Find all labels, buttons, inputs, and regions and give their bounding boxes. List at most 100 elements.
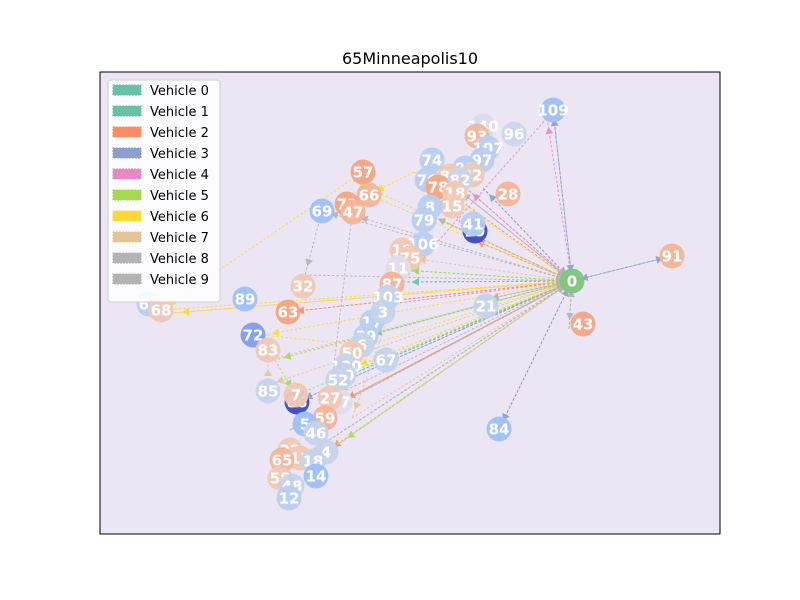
node-marker <box>232 286 258 312</box>
node-marker <box>559 268 585 294</box>
customer-node: 109 <box>537 97 569 123</box>
route-segment <box>546 117 573 282</box>
node-marker <box>356 182 382 208</box>
customer-node: 32 <box>290 273 316 299</box>
route-segment <box>304 274 573 282</box>
node-label: 72 <box>243 327 264 345</box>
route-segment <box>465 187 573 282</box>
legend-swatch <box>112 84 142 96</box>
node-marker <box>411 207 437 233</box>
node-marker <box>303 463 329 489</box>
node-label: 84 <box>489 421 510 439</box>
node-label: 89 <box>235 291 256 309</box>
route-segment <box>321 210 573 282</box>
route-segment <box>468 237 573 282</box>
legend-item: Vehicle 1 <box>112 105 209 120</box>
node-marker <box>309 198 335 224</box>
route-segment <box>482 187 573 282</box>
nodes-layer: 0109961409310797989274768178821815828294… <box>136 97 685 511</box>
customer-node: 68 <box>148 297 174 323</box>
route-segment <box>409 257 573 282</box>
route-arrowhead <box>264 369 272 376</box>
customer-node: 43 <box>570 311 596 337</box>
node-marker <box>373 347 399 373</box>
legend-label: Vehicle 8 <box>150 252 209 267</box>
legend-label: Vehicle 6 <box>150 210 209 225</box>
customer-node: 15 <box>439 193 465 219</box>
customer-node: 14 <box>303 463 329 489</box>
legend-label: Vehicle 7 <box>150 231 209 246</box>
legend-item: Vehicle 0 <box>112 84 209 99</box>
node-label: 91 <box>662 248 683 266</box>
customer-node: 66 <box>356 182 382 208</box>
customer-node: 96 <box>501 121 527 147</box>
legend-item: Vehicle 9 <box>112 273 209 288</box>
node-label: 69 <box>312 203 333 221</box>
route-arrowhead <box>411 277 420 286</box>
route-segment <box>299 280 573 471</box>
node-label: 41 <box>463 216 484 234</box>
node-label: 28 <box>498 186 519 204</box>
legend-swatch <box>112 252 142 264</box>
customer-node: 74 <box>419 147 445 173</box>
node-label: 43 <box>573 316 594 334</box>
route-arrowhead <box>567 289 575 298</box>
legend: Vehicle 0 Vehicle 1 Vehicle 2 Vehicle 3 Vehi… <box>107 79 221 303</box>
node-marker <box>501 121 527 147</box>
legend-label: Vehicle 9 <box>150 273 209 288</box>
route-segment <box>402 280 573 283</box>
node-label: 32 <box>293 278 314 296</box>
legend-swatch <box>112 210 142 222</box>
legend-swatch <box>112 105 142 117</box>
route-segment <box>402 269 573 282</box>
node-label: 74 <box>422 152 443 170</box>
customer-node: 89 <box>232 286 258 312</box>
legend-item: Vehicle 4 <box>112 168 209 183</box>
node-label: 5 <box>300 416 310 434</box>
node-label: 68 <box>151 302 172 320</box>
legend-label: Vehicle 3 <box>150 147 209 162</box>
route-segment <box>160 280 573 311</box>
customer-node: 28 <box>495 181 521 207</box>
route-arrowhead <box>283 352 292 360</box>
node-marker <box>350 159 376 185</box>
route-arrowhead <box>566 312 574 321</box>
route-arrowhead <box>296 306 305 315</box>
node-marker <box>276 485 302 511</box>
legend-item: Vehicle 7 <box>112 231 209 246</box>
legend-item: Vehicle 6 <box>112 210 209 225</box>
route-segment <box>289 280 573 431</box>
node-marker <box>370 299 396 325</box>
route-arrowhead <box>545 126 554 135</box>
node-label: 46 <box>306 425 327 443</box>
route-arrowhead <box>550 118 559 127</box>
customer-node: 72 <box>240 322 266 348</box>
legend-label: Vehicle 4 <box>150 168 209 183</box>
route-segment <box>172 280 573 314</box>
node-label: 15 <box>442 198 463 216</box>
route-segment <box>351 214 573 282</box>
legend-swatch <box>112 147 142 159</box>
depot-node: 0 <box>559 268 585 294</box>
node-label: 47 <box>343 204 364 222</box>
node-marker <box>540 97 566 123</box>
node-label: 63 <box>278 304 299 322</box>
node-marker <box>473 293 499 319</box>
legend-label: Vehicle 2 <box>150 126 209 141</box>
customer-node: 41 <box>460 211 486 237</box>
customer-node: 21 <box>473 293 499 319</box>
legend-item: Vehicle 8 <box>112 252 209 267</box>
node-marker <box>255 337 281 363</box>
customer-node: 83 <box>255 337 281 363</box>
route-segment <box>455 187 573 282</box>
node-marker <box>148 297 174 323</box>
legend-label: Vehicle 1 <box>150 105 209 120</box>
route-segment <box>381 117 548 306</box>
node-label: 85 <box>258 383 279 401</box>
route-segment <box>498 280 573 430</box>
route-arrowhead <box>418 256 427 265</box>
node-marker <box>495 181 521 207</box>
node-marker <box>283 382 309 408</box>
legend-label: Vehicle 0 <box>150 84 209 99</box>
